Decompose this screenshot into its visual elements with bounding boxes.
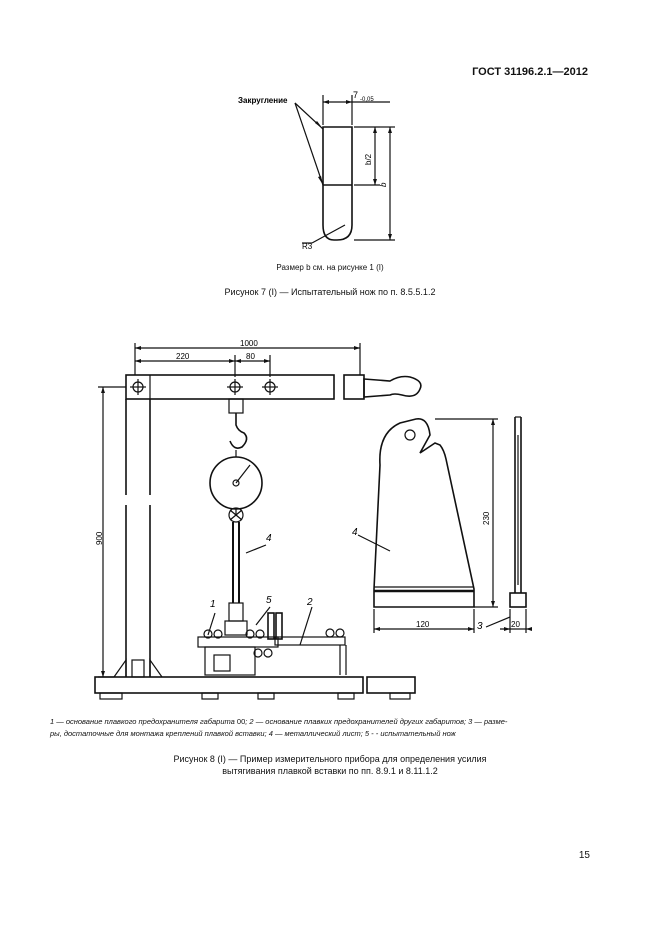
callout-2: 2 <box>306 597 313 608</box>
figure-8-caption-line-1: Рисунок 8 (I) — Пример измерительного пр… <box>173 754 487 764</box>
figure-7-caption: Рисунок 7 (I) — Испытательный нож по п. … <box>224 287 436 297</box>
legend-line-1-pre: 1 — основание плавкого предохранителя га… <box>50 717 237 726</box>
legend-line-1-post: ; 2 — основание плавких предохранителей … <box>245 717 508 726</box>
dim-220: 220 <box>176 352 190 361</box>
legend-line-2: ры, достаточные для монтажа креплений пл… <box>50 729 456 738</box>
figure-8-measuring-device-drawing: 1000 220 80 900 230 120 20 1 2 3 4 5 4 <box>94 339 532 700</box>
dim-900: 900 <box>95 531 104 545</box>
width-tolerance: -0,05 <box>360 97 374 103</box>
figure-8-caption: Рисунок 8 (I) — Пример измерительного пр… <box>90 753 570 777</box>
dim-80: 80 <box>246 352 255 361</box>
document-standard-number: ГОСТ 31196.2.1—2012 <box>472 66 588 78</box>
figure-8-legend: 1 — основание плавкого предохранителя га… <box>50 716 590 740</box>
callout-4-sheet: 4 <box>352 527 358 538</box>
radius-dimension: R3 <box>302 242 313 251</box>
page-number: 15 <box>578 850 590 861</box>
b-dimension: b <box>379 182 388 187</box>
callout-5: 5 <box>266 595 272 606</box>
callout-4-rod: 4 <box>266 533 272 544</box>
half-b-dimension: b/2 <box>364 153 373 165</box>
legend-size-code: 00 <box>236 717 246 726</box>
dim-1000: 1000 <box>240 339 258 348</box>
figure-8-caption-line-2: вытягивания плавкой вставки по пп. 8.9.1… <box>222 766 438 776</box>
dim-120: 120 <box>416 620 430 629</box>
width-dimension: 7 <box>353 90 358 100</box>
callout-1: 1 <box>210 599 216 610</box>
dim-20: 20 <box>511 620 520 629</box>
rounding-label: Закругление <box>238 96 288 105</box>
callout-3: 3 <box>477 621 483 632</box>
figure-7-note: Размер b см. на рисунке 1 (I) <box>276 263 384 272</box>
figure-7-test-knife-drawing: Закругление 7 -0,05 b/2 b R3 <box>238 90 395 251</box>
dim-230: 230 <box>482 511 491 525</box>
